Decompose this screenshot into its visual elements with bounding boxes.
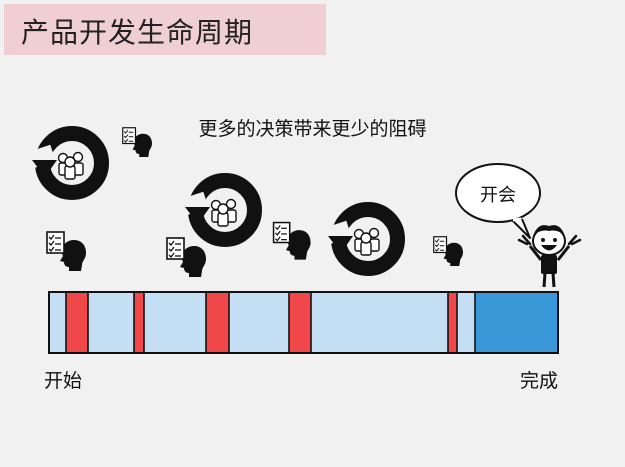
meeting-cycle-icon [176, 181, 255, 240]
decision-block [206, 292, 229, 353]
decision-block [448, 292, 457, 353]
completed-segment [475, 292, 558, 353]
person-checklist-icon [274, 223, 311, 260]
meeting-cycle-icon [23, 134, 102, 193]
meeting-cycle-icon [319, 210, 398, 269]
decision-block [66, 292, 88, 353]
speech-bubble-text: 开会 [470, 181, 526, 207]
diagram-subtitle: 更多的决策带来更少的阻碍 [0, 114, 625, 141]
person-checklist-icon [47, 232, 86, 271]
timeline-segment [49, 292, 475, 353]
end-label: 完成 [520, 366, 558, 393]
timeline-bar [49, 292, 558, 353]
person-checklist-icon [434, 237, 463, 266]
person-checklist-icon [167, 238, 206, 277]
decision-block [134, 292, 144, 353]
decision-block [289, 292, 311, 353]
start-label: 开始 [44, 366, 82, 393]
